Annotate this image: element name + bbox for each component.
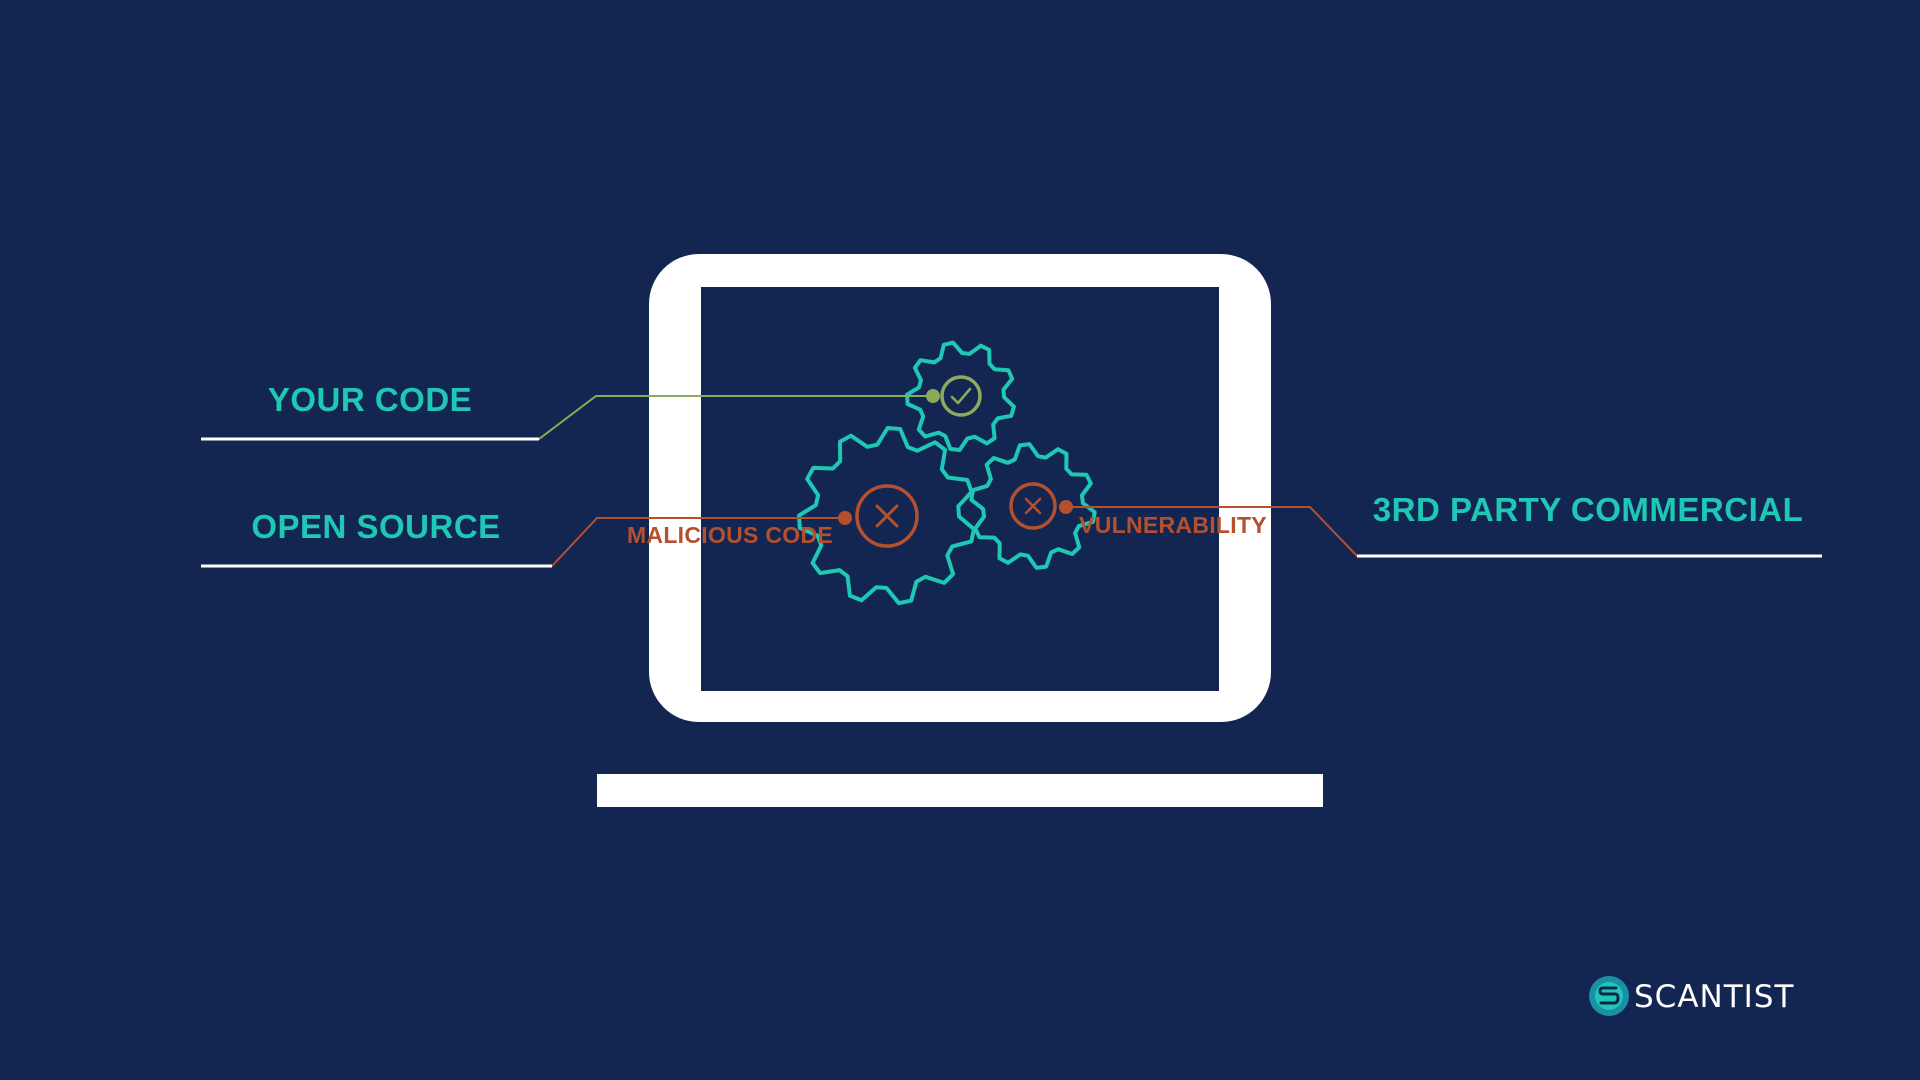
your-code-connector: [201, 389, 940, 441]
scantist-logo: SCANTIST: [1589, 976, 1794, 1016]
brand-name: SCANTIST: [1634, 979, 1794, 1015]
open-source-connector: [201, 511, 852, 568]
label-open-source: OPEN SOURCE: [251, 508, 500, 545]
label-third-party-commercial: 3RD PARTY COMMERCIAL: [1373, 491, 1803, 528]
label-malicious-code: MALICIOUS CODE: [627, 522, 833, 548]
third-party-connector: [1059, 500, 1822, 558]
label-your-code: YOUR CODE: [268, 381, 472, 418]
x-icon: [855, 484, 919, 548]
gear-top-icon: [905, 340, 1016, 452]
label-vulnerability: VULNERABILITY: [1079, 512, 1267, 538]
x-icon: [1009, 482, 1057, 530]
laptop-base: [597, 774, 1323, 807]
check-icon: [940, 375, 982, 417]
